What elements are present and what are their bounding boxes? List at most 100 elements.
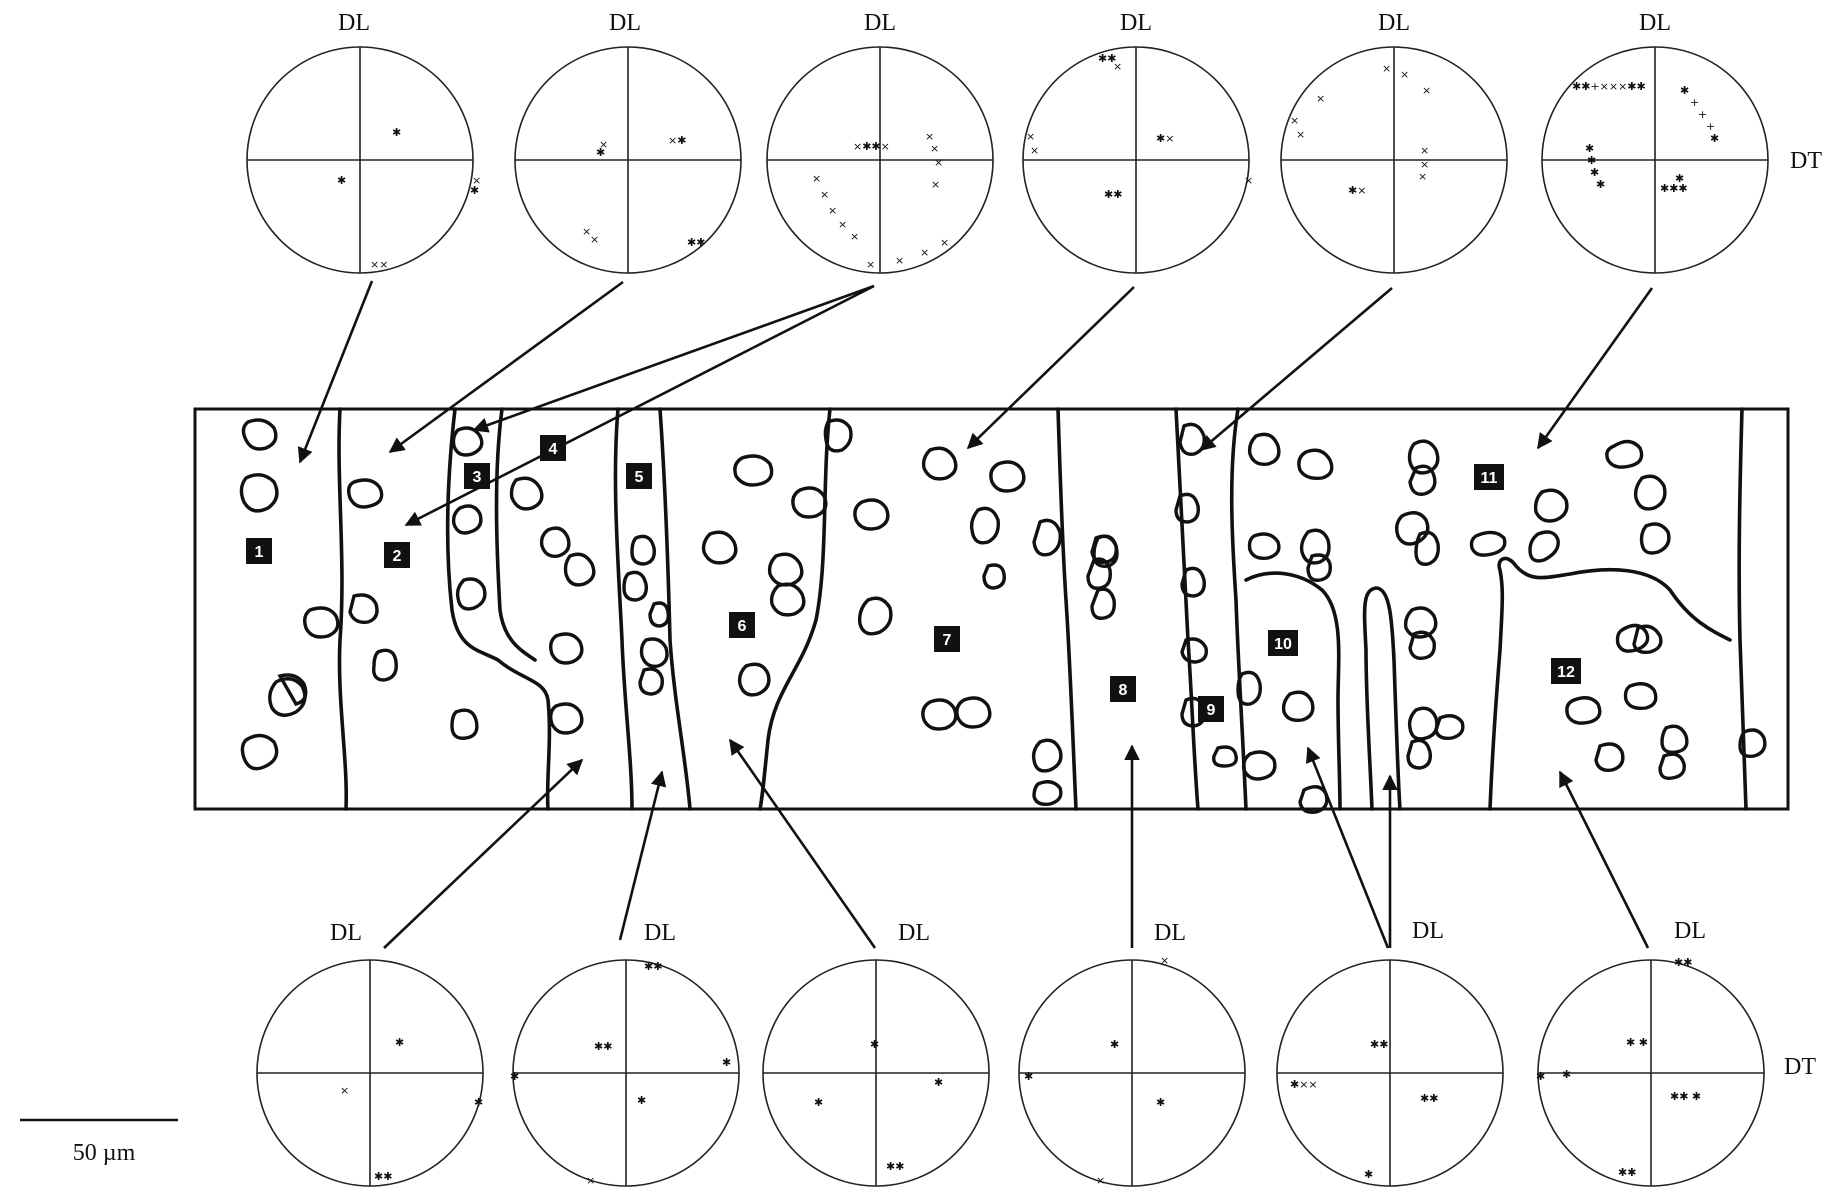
pole-points: ✱✱× ×× ✱×✱✱ × xyxy=(1026,52,1253,201)
grain-label-8: 8 xyxy=(1110,676,1136,702)
svg-text:7: 7 xyxy=(943,632,952,649)
grain-label-6: 6 xyxy=(729,612,755,638)
svg-text:✱✱ ✱: ✱✱ ✱ xyxy=(1670,1090,1701,1103)
svg-text:×: × xyxy=(934,156,943,169)
svg-text:×: × xyxy=(866,258,875,271)
svg-text:×: × xyxy=(850,230,859,243)
svg-text:✱: ✱ xyxy=(474,1096,483,1109)
dl-label: DL xyxy=(1120,10,1152,36)
grain-boundaries xyxy=(339,409,1746,809)
pole-figure-bottom-1: DL ✱× ✱✱✱ xyxy=(257,920,483,1186)
grain-label-10: 10 xyxy=(1268,630,1298,656)
pole-points: ✱✱+×××✱✱✱ ++ +✱ ✱✱ ✱✱ ✱✱✱✱ xyxy=(1572,80,1719,195)
svg-text:✱: ✱ xyxy=(510,1070,519,1083)
svg-text:✱: ✱ xyxy=(1596,178,1605,191)
svg-text:✱✱: ✱✱ xyxy=(1674,956,1692,969)
scale-bar: 50 µm xyxy=(20,1120,178,1166)
svg-text:×: × xyxy=(1400,68,1409,81)
svg-text:✱: ✱ xyxy=(637,1094,646,1107)
svg-text:✱: ✱ xyxy=(1562,1068,1571,1081)
grain-label-3: 3 xyxy=(464,463,490,489)
svg-text:✱: ✱ xyxy=(395,1036,404,1049)
arrows-bottom xyxy=(384,740,1648,948)
svg-text:×: × xyxy=(1026,130,1035,143)
svg-text:✱✱: ✱✱ xyxy=(687,236,705,249)
svg-text:×: × xyxy=(838,218,847,231)
pole-figure-top-4: DL ✱✱× ×× ✱×✱✱ × xyxy=(1023,10,1253,273)
grain-label-12: 12 xyxy=(1551,658,1581,684)
svg-text:✱××: ✱×× xyxy=(1290,1078,1318,1091)
grain-label-9: 9 xyxy=(1198,696,1224,722)
svg-text:✱: ✱ xyxy=(1710,132,1719,145)
grain-label-11: 11 xyxy=(1474,464,1504,490)
svg-text:✱: ✱ xyxy=(1536,1070,1545,1083)
microstructure-map: 1 2 3 4 5 6 7 8 9 10 11 12 xyxy=(195,409,1788,812)
pole-figure-bottom-5: DL ✱✱✱×× ✱✱✱ xyxy=(1277,918,1503,1186)
svg-text:✱✱: ✱✱ xyxy=(1420,1092,1438,1105)
svg-text:5: 5 xyxy=(635,469,644,486)
svg-text:×: × xyxy=(940,236,949,249)
svg-text:××: ×× xyxy=(370,258,388,271)
dl-label: DL xyxy=(1412,918,1444,944)
pole-points: ✱✱✱×× ✱✱✱ xyxy=(1290,1038,1438,1181)
svg-text:11: 11 xyxy=(1481,470,1498,487)
svg-text:×: × xyxy=(1296,128,1305,141)
svg-text:×: × xyxy=(1316,92,1325,105)
dt-label: DT xyxy=(1784,1054,1816,1080)
svg-text:×: × xyxy=(1113,60,1122,73)
dl-label: DL xyxy=(1154,920,1186,946)
svg-text:✱✱: ✱✱ xyxy=(374,1170,392,1183)
svg-text:✱×: ✱× xyxy=(1348,184,1366,197)
grain-number-labels: 1 2 3 4 5 6 7 8 9 10 11 12 xyxy=(246,435,1581,722)
dl-label: DL xyxy=(1378,10,1410,36)
svg-text:×: × xyxy=(1420,144,1429,157)
svg-text:✱: ✱ xyxy=(814,1096,823,1109)
pole-figure-top-5: DL ×× ×× ×× ×× ×✱× xyxy=(1281,10,1507,273)
svg-text:10: 10 xyxy=(1274,636,1292,653)
svg-text:×: × xyxy=(590,233,599,246)
svg-text:×: × xyxy=(828,204,837,217)
pole-points: ✱✱ ✱✱✱ xyxy=(814,1038,943,1173)
grain-label-7: 7 xyxy=(934,626,960,652)
pole-figure-top-6: DL DT ✱✱+×××✱✱✱ ++ +✱ ✱✱ ✱✱ ✱✱✱✱ xyxy=(1542,10,1822,273)
svg-text:×: × xyxy=(586,1174,595,1187)
svg-text:8: 8 xyxy=(1119,682,1128,699)
svg-text:×: × xyxy=(812,172,821,185)
svg-text:✱: ✱ xyxy=(1110,1038,1119,1051)
pole-figure-bottom-4: DL ×✱ ✱✱ × xyxy=(1019,920,1245,1187)
arrows-top xyxy=(300,281,1652,525)
svg-text:✱ ✱: ✱ ✱ xyxy=(1626,1036,1648,1049)
svg-text:✱×: ✱× xyxy=(1156,132,1174,145)
dl-label: DL xyxy=(644,920,676,946)
svg-text:1: 1 xyxy=(255,544,264,561)
svg-text:✱: ✱ xyxy=(337,174,346,187)
svg-text:✱✱: ✱✱ xyxy=(886,1160,904,1173)
svg-text:✱: ✱ xyxy=(1675,172,1684,185)
svg-text:✱✱: ✱✱ xyxy=(594,1040,612,1053)
svg-text:✱✱: ✱✱ xyxy=(1370,1038,1388,1051)
svg-text:6: 6 xyxy=(738,618,747,635)
svg-text:×: × xyxy=(920,246,929,259)
dl-label: DL xyxy=(338,10,370,36)
svg-text:12: 12 xyxy=(1557,664,1575,681)
svg-text:✱: ✱ xyxy=(1680,84,1689,97)
svg-text:×: × xyxy=(1422,84,1431,97)
svg-text:×: × xyxy=(1160,954,1169,967)
dl-label: DL xyxy=(898,920,930,946)
svg-text:×: × xyxy=(931,178,940,191)
svg-text:×: × xyxy=(599,138,608,151)
svg-text:×: × xyxy=(1030,144,1039,157)
svg-text:✱: ✱ xyxy=(1364,1168,1373,1181)
svg-text:✱✱: ✱✱ xyxy=(644,960,662,973)
dl-label: DL xyxy=(864,10,896,36)
dt-label: DT xyxy=(1790,148,1822,174)
pole-figure-top-3: DL ×✱✱×× ×× ×× ×× ×× ×× ×× xyxy=(767,10,993,273)
pole-figure-top-1: DL ✱✱ ✱× ×× xyxy=(247,10,481,273)
pole-points: ✱× ×✱× ×✱✱ xyxy=(582,134,705,249)
grain-label-4: 4 xyxy=(540,435,566,461)
svg-text:×: × xyxy=(1244,174,1253,187)
grain-label-5: 5 xyxy=(626,463,652,489)
svg-text:×✱: ×✱ xyxy=(668,134,686,147)
svg-text:×: × xyxy=(340,1084,349,1097)
